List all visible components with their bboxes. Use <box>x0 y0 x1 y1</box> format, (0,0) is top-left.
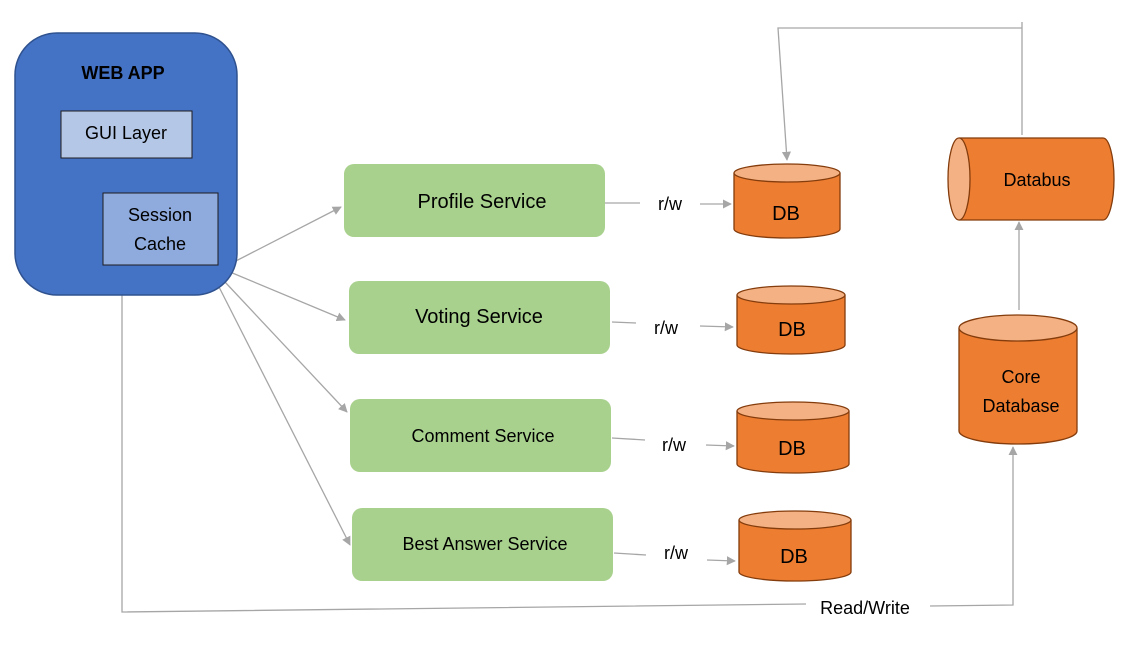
voting-db-body <box>736 295 846 355</box>
voting-db: DB <box>736 285 846 355</box>
core-database-top <box>958 314 1078 342</box>
arrow-databus-to-profile-db <box>777 22 1023 161</box>
session-cache-label-line1: Session <box>128 205 192 225</box>
profile-db-label: DB <box>772 203 800 225</box>
rw-label-profile: r/w <box>658 194 683 214</box>
comment-db: DB <box>736 401 850 474</box>
core-database-body <box>958 328 1078 445</box>
voting-db-top <box>736 285 846 305</box>
databus: Databus <box>947 137 1115 221</box>
comment-db-top <box>736 401 850 421</box>
best-answer-db-body <box>738 520 852 582</box>
arrow-rw-to-voting-db <box>699 322 734 332</box>
line-webapp-read-write <box>121 292 807 613</box>
voting-service-box <box>349 281 610 354</box>
arrow-webapp-to-voting-service <box>229 271 346 322</box>
comment-service-box <box>350 399 611 472</box>
line-comment-to-rw <box>611 437 646 441</box>
core-database-label-line1: Core <box>1001 367 1040 387</box>
databus-label: Databus <box>1003 170 1070 190</box>
line-voting-to-rw <box>611 321 637 324</box>
best-answer-service: Best Answer Service <box>352 508 613 581</box>
profile-db: DB <box>733 163 841 239</box>
arrow-rw-to-best-answer-db <box>706 556 736 566</box>
arrow-webapp-to-comment-service <box>224 281 348 413</box>
best-answer-db-label: DB <box>780 546 808 568</box>
connectors <box>121 22 1024 613</box>
profile-db-top <box>733 163 841 183</box>
rw-label-comment: r/w <box>662 435 687 455</box>
line-best-answer-to-rw <box>613 552 647 556</box>
profile-service-label: Profile Service <box>418 191 547 213</box>
core-database: Core Database <box>958 314 1078 445</box>
rw-label-voting: r/w <box>654 318 679 338</box>
profile-db-body <box>733 173 841 239</box>
edge-labels: r/w r/w r/w r/w <box>654 194 689 563</box>
best-answer-db-top <box>738 510 852 530</box>
best-answer-service-label: Best Answer Service <box>402 534 567 554</box>
session-cache-box <box>102 192 219 266</box>
arrow-webapp-to-profile-service <box>229 206 342 265</box>
comment-service-label: Comment Service <box>411 426 554 446</box>
session-cache-label-line2: Cache <box>134 234 186 254</box>
web-app: WEB APP GUI Layer Session Cache <box>14 32 238 296</box>
profile-service-box <box>344 164 605 237</box>
databases: DB DB DB DB Databus Core Databas <box>733 137 1115 582</box>
gui-layer-box <box>60 110 193 159</box>
core-database-label-line2: Database <box>982 396 1059 416</box>
profile-service: Profile Service <box>344 164 605 237</box>
voting-service: Voting Service <box>349 281 610 354</box>
best-answer-service-box <box>352 508 613 581</box>
best-answer-db: DB <box>738 510 852 582</box>
services: Profile Service Voting Service Comment S… <box>344 164 613 581</box>
rw-label-best-answer: r/w <box>664 543 689 563</box>
comment-db-body <box>736 411 850 474</box>
databus-end <box>947 137 971 221</box>
web-app-title: WEB APP <box>81 63 164 83</box>
voting-service-label: Voting Service <box>415 306 543 328</box>
read-write-label: Read/Write <box>820 598 910 618</box>
gui-layer-label: GUI Layer <box>85 123 167 143</box>
databus-body <box>959 137 1115 221</box>
arrow-webapp-to-best-answer-service <box>217 284 351 546</box>
arrow-rw-to-comment-db <box>705 441 735 451</box>
comment-service: Comment Service <box>350 399 611 472</box>
arrow-read-write-to-core-db <box>929 446 1018 607</box>
voting-db-label: DB <box>778 319 806 341</box>
comment-db-label: DB <box>778 438 806 460</box>
